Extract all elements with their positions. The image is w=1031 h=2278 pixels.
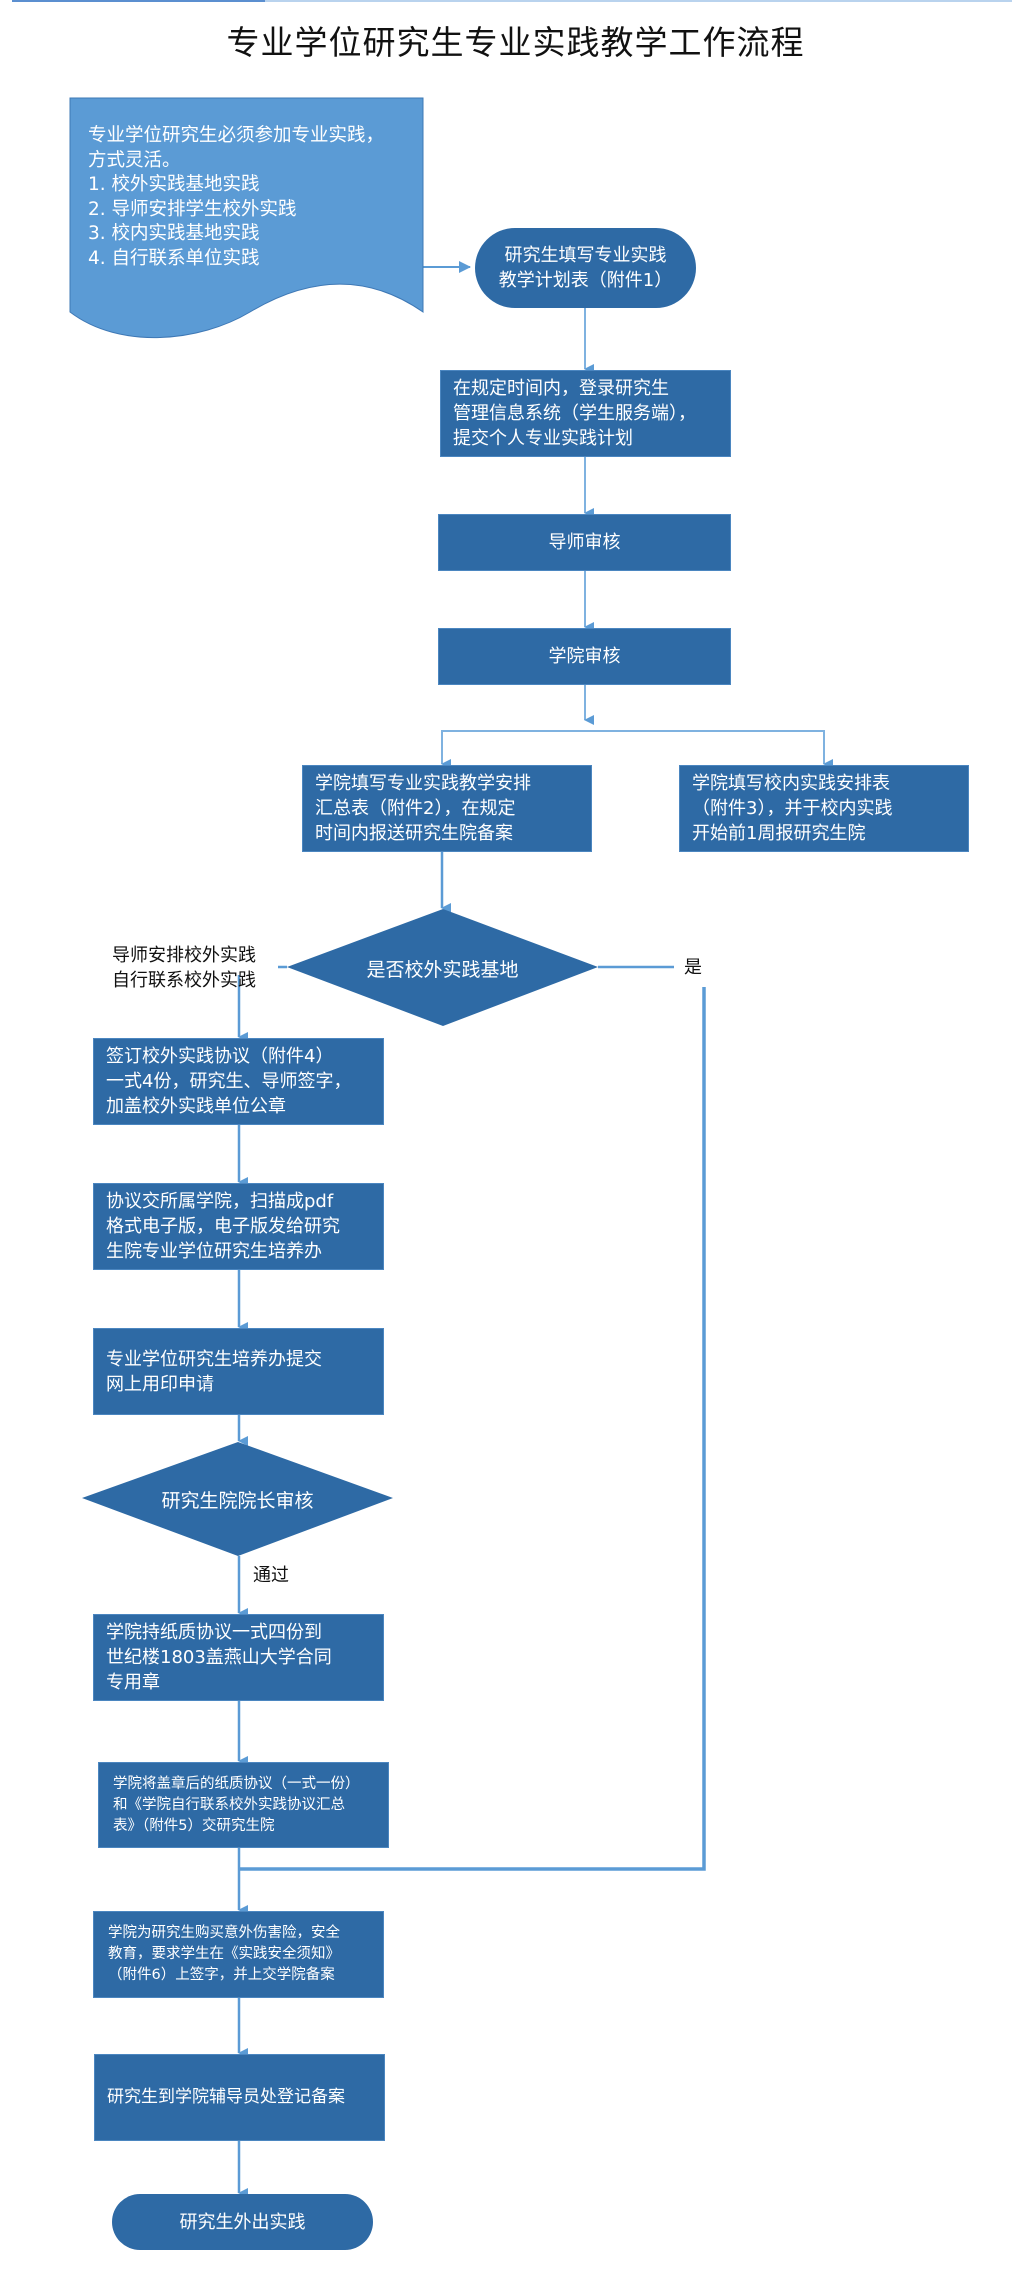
step-college-review: 学院审核 — [438, 628, 731, 685]
step-go-practice: 研究生外出实践 — [112, 2194, 373, 2250]
edge-label-no: 导师安排校外实践 自行联系校外实践 — [112, 945, 256, 991]
step-register: 研究生到学院辅导员处登记备案 — [94, 2054, 385, 2141]
intro-document-shape — [69, 97, 424, 339]
step-submit-plan: 在规定时间内，登录研究生 管理信息系统（学生服务端）， 提交个人专业实践计划 — [440, 370, 731, 457]
step-fill-plan: 研究生填写专业实践 教学计划表（附件1） — [475, 228, 696, 308]
top-border — [12, 0, 1012, 2]
intro-document: 专业学位研究生必须参加专业实践， 方式灵活。 1. 校外实践基地实践 2. 导师… — [88, 125, 385, 269]
edge-label-pass: 通过 — [253, 1565, 289, 1586]
step-submit-paper: 学院将盖章后的纸质协议（一式一份） 和《学院自行联系校外实践协议汇总 表》（附件… — [98, 1762, 389, 1848]
step-contract-seal: 学院持纸质协议一式四份到 世纪楼1803盖燕山大学合同 专用章 — [93, 1614, 384, 1701]
decision-dean-label: 研究生院院长审核 — [161, 1490, 314, 1512]
decision-base-label: 是否校外实践基地 — [366, 959, 519, 981]
step-oncampus-table: 学院填写校内实践安排表 （附件3），并于校内实践 开始前1周报研究生院 — [679, 765, 969, 852]
connector-split — [441, 730, 833, 769]
edge-label-yes: 是 — [684, 957, 702, 978]
step-advisor-review: 导师审核 — [438, 514, 731, 571]
decision-diamond-dean — [82, 1442, 393, 1556]
step-insurance: 学院为研究生购买意外伤害险，安全 教育，要求学生在《实践安全须知》 （附件6）上… — [93, 1911, 384, 1998]
step-summary-table: 学院填写专业实践教学安排 汇总表（附件2），在规定 时间内报送研究生院备案 — [302, 765, 592, 852]
decision-diamond-base — [287, 909, 598, 1026]
step-scan-agreement: 协议交所属学院，扫描成pdf 格式电子版，电子版发给研究 生院专业学位研究生培养… — [93, 1183, 384, 1270]
connector-yes-merge — [239, 987, 706, 1871]
step-seal-request: 专业学位研究生培养办提交 网上用印申请 — [93, 1328, 384, 1415]
step-sign-agreement: 签订校外实践协议（附件4） 一式4份，研究生、导师签字， 加盖校外实践单位公章 — [93, 1038, 384, 1125]
page-title: 专业学位研究生专业实践教学工作流程 — [226, 23, 805, 62]
